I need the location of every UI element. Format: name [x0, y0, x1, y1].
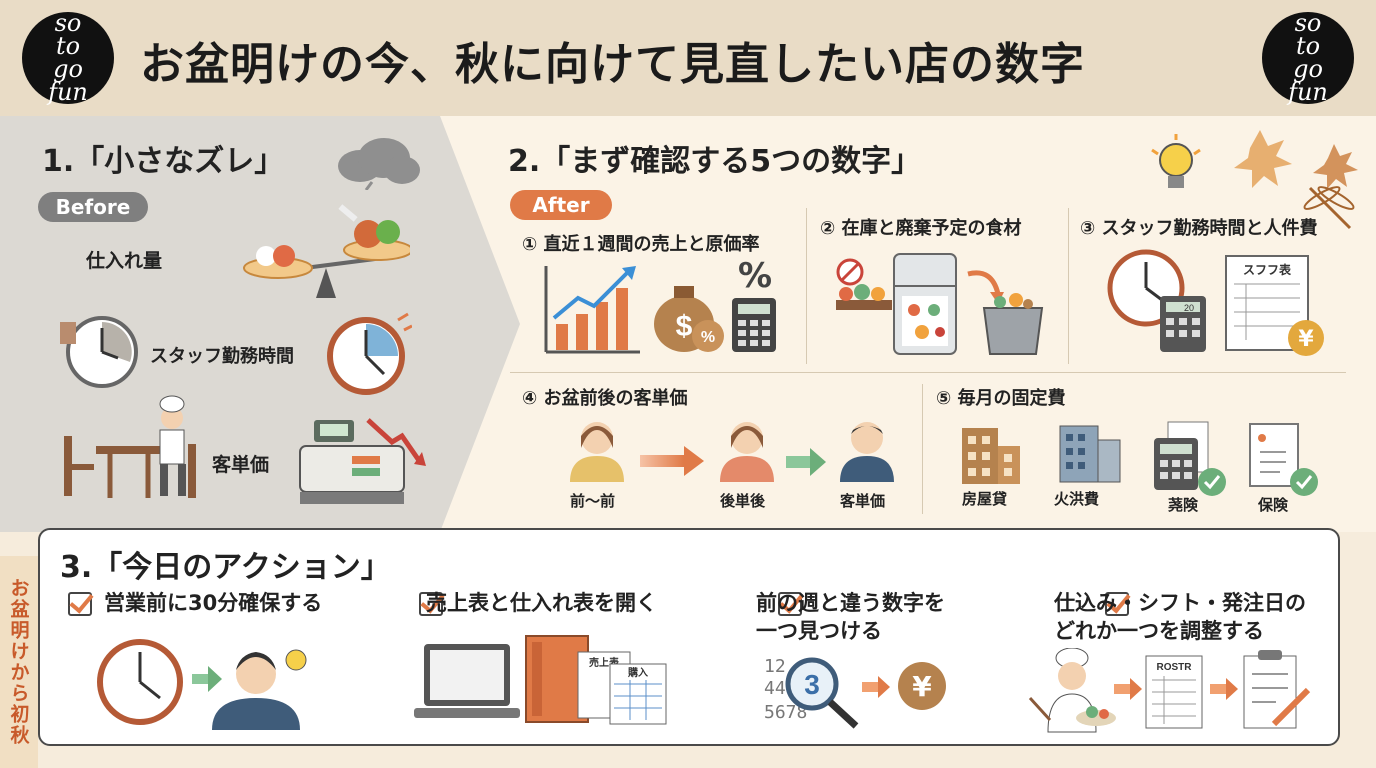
arrow-right-icon [640, 446, 704, 476]
cost-utilities: 火洪費 [1054, 490, 1100, 508]
cash-register-icon [299, 418, 426, 504]
brand-logo-left: so to go fun [22, 12, 114, 104]
yen-coin: ¥ [912, 670, 932, 703]
action-checkbox-1[interactable] [68, 592, 92, 616]
chef-at-table-icon [64, 395, 196, 498]
customer-label-3: 客単価 [840, 492, 886, 510]
clock-thinking-person-icon [97, 639, 307, 730]
divider [922, 384, 923, 514]
staff-clock-icon [60, 316, 138, 388]
customer-icon-average [840, 422, 894, 482]
sheet-label: 購入 [627, 666, 648, 679]
divider [1068, 208, 1069, 364]
logo-line-4: fun [48, 77, 88, 106]
action-checkbox-3[interactable] [778, 592, 803, 616]
dollar-sign: $ [676, 310, 693, 343]
action-3-text-line-2: 一つ見つける [756, 619, 882, 643]
brand-logo-right: so to go fun [1262, 12, 1354, 104]
page-title: お盆明けの今、秋に向けて見直したい店の数字 [140, 39, 1085, 90]
roster-label: ROSTR [1157, 662, 1193, 673]
clock-calculator-icon: 20 [1107, 249, 1206, 352]
utility-building-icon [1059, 425, 1121, 483]
balance-scale-icon [243, 204, 410, 298]
item-purchase-volume: 仕入れ量 [86, 250, 163, 272]
action-4-text-line-1: 仕込み・シフト・発注日の [1054, 591, 1306, 615]
money-bag-icon: $ % [654, 286, 724, 352]
divider [510, 372, 1346, 373]
magnifier-numbers-icon: 12 44 5678 3 ¥ [764, 656, 946, 729]
check-item-3: ③ スタッフ勤務時間と人件費 [1080, 218, 1318, 239]
logo-line-4: fun [1288, 77, 1328, 106]
cost-insurance-2: 保険 [1258, 496, 1289, 514]
cost-rent: 房屋貸 [962, 490, 1008, 508]
after-badge: After [510, 190, 612, 220]
calculator-display: 20 [1184, 303, 1194, 313]
section3-title: 3.「今日のアクション」 [60, 550, 391, 585]
percent-icon: % [738, 256, 773, 296]
yen-sign: ¥ [1298, 327, 1314, 352]
number-row-2: 44 [764, 678, 786, 699]
logo-line-2: to [55, 32, 81, 61]
fridge-waste-icon [836, 253, 1044, 355]
divider [806, 208, 807, 364]
item-average-spend: 客単価 [212, 454, 270, 476]
header-bar [0, 0, 1376, 116]
clock-icon [327, 312, 412, 395]
logo-line-2: to [1295, 32, 1321, 61]
staff-sheet-label: スフフ表 [1243, 262, 1292, 277]
customer-label-2: 後単後 [720, 492, 766, 510]
action-3-text-line-1: 前の週と違う数字を [756, 591, 945, 615]
percent-badge: % [701, 329, 715, 346]
before-badge: Before [38, 192, 148, 222]
staff-sheet-icon: スフフ表 ¥ [1225, 255, 1324, 356]
season-side-tag: お盆明けから初秋 [0, 556, 38, 768]
insurance-document-icon [1249, 423, 1318, 496]
arrow-right-green-icon [786, 448, 826, 476]
cloud-icon [338, 138, 420, 190]
sales-growth-chart-icon [544, 266, 640, 354]
check-item-2: ② 在庫と廃棄予定の食材 [820, 218, 1022, 239]
check-item-5: ⑤ 毎月の固定費 [936, 388, 1066, 409]
logo-line-3: go [1293, 55, 1323, 83]
calculator-check-icon [1154, 421, 1226, 496]
chef-roster-order-icon: ROSTR [1028, 648, 1311, 733]
action-2-text: 売上表と仕入れ表を開く [426, 591, 657, 615]
number-row-1: 12 [764, 656, 786, 677]
logo-line-1: so [54, 9, 82, 38]
logo-line-3: go [53, 55, 83, 83]
lightbulb-icon [1151, 134, 1201, 188]
action-checkbox-4[interactable] [1105, 592, 1130, 616]
check-item-1: ① 直近１週間の売上と原価率 [522, 234, 760, 255]
autumn-leaves-icon [1234, 130, 1358, 230]
check-item-4: ④ お盆前後の客単価 [522, 388, 688, 409]
number-row-3: 5678 [764, 702, 807, 723]
action-1-text: 営業前に30分確保する [104, 591, 323, 615]
laptop-binder-icon: 売上表 購入 [414, 635, 667, 725]
customer-icon-before [570, 422, 624, 482]
action-4-text-line-2: どれか一つを調整する [1054, 619, 1264, 643]
logo-line-1: so [1294, 9, 1322, 38]
section2-title: 2.「まず確認する5つの数字」 [508, 144, 922, 179]
lens-number: 3 [804, 669, 820, 700]
customer-label-1: 前〜前 [570, 492, 616, 510]
cost-insurance-1: 荛険 [1168, 496, 1199, 514]
action-checkbox-2[interactable] [419, 592, 444, 616]
building-icon [962, 428, 1020, 484]
calculator-icon [732, 298, 776, 352]
item-staff-hours: スタッフ勤務時間 [150, 346, 294, 367]
customer-icon-after [720, 422, 774, 482]
section1-title: 1.「小さなズレ」 [42, 144, 285, 179]
